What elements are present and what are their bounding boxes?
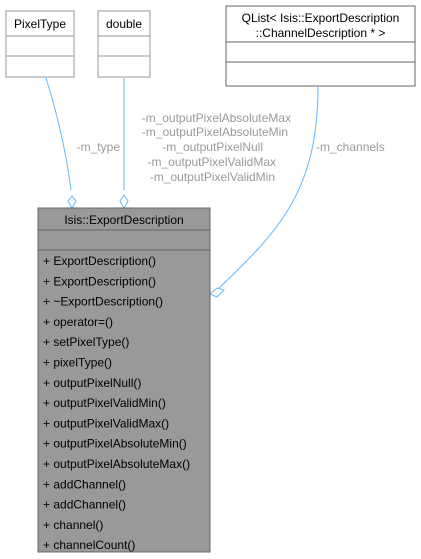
- class-double-name: double: [106, 17, 142, 31]
- method-row[interactable]: + outputPixelValidMax(): [43, 416, 169, 430]
- class-qlist-name-line1: QList< Isis::ExportDescription: [242, 11, 400, 25]
- edge-m-channels-label: -m_channels: [316, 140, 385, 154]
- edge-m-type: -m_type: [45, 77, 121, 210]
- edge-double-aggregation-diamond: [119, 194, 129, 210]
- method-row[interactable]: + outputPixelNull(): [43, 376, 141, 390]
- edge-m-type-label: -m_type: [77, 140, 121, 154]
- class-qlist-name-line2: ::ChannelDescription * >: [256, 26, 386, 40]
- method-row[interactable]: + addChannel(): [43, 477, 126, 491]
- class-export-description-name: Isis::ExportDescription: [64, 213, 183, 227]
- class-pixel-type-name: PixelType: [14, 17, 66, 31]
- method-row[interactable]: + operator=(): [43, 315, 113, 329]
- class-export-description[interactable]: Isis::ExportDescription + ExportDescript…: [37, 207, 211, 553]
- edge-double-attributes: -m_outputPixelAbsoluteMax -m_outputPixel…: [119, 78, 291, 210]
- class-pixel-type[interactable]: PixelType: [5, 10, 75, 78]
- class-export-description-methods: + ExportDescription() + ExportDescription…: [43, 254, 190, 552]
- method-row[interactable]: + channel(): [43, 518, 103, 532]
- method-row[interactable]: + ~ExportDescription(): [43, 295, 163, 309]
- method-row[interactable]: + outputPixelAbsoluteMin(): [43, 437, 187, 451]
- edge-double-label-null: -m_outputPixelNull: [162, 140, 263, 154]
- edge-m-channels: -m_channels: [209, 85, 385, 298]
- method-row[interactable]: + setPixelType(): [43, 335, 129, 349]
- method-row[interactable]: + channelCount(): [43, 538, 135, 552]
- edge-double-label-valid-max: -m_outputPixelValidMax: [147, 155, 276, 169]
- edge-double-label-absolute-min: -m_outputPixelAbsoluteMin: [142, 125, 288, 139]
- method-row[interactable]: + ExportDescription(): [43, 274, 156, 288]
- edge-double-label-absolute-max: -m_outputPixelAbsoluteMax: [142, 111, 291, 125]
- class-qlist-channel-description[interactable]: QList< Isis::ExportDescription ::Channel…: [225, 5, 416, 87]
- method-row[interactable]: + ExportDescription(): [43, 254, 156, 268]
- edge-m-channels-aggregation-diamond: [209, 287, 225, 298]
- edge-double-label-valid-min: -m_outputPixelValidMin: [150, 170, 275, 184]
- method-row[interactable]: + outputPixelAbsoluteMax(): [43, 457, 190, 471]
- method-row[interactable]: + pixelType(): [43, 356, 112, 370]
- method-row[interactable]: + outputPixelValidMin(): [43, 396, 166, 410]
- edge-m-type-aggregation-diamond: [67, 195, 77, 210]
- method-row[interactable]: + addChannel(): [43, 498, 126, 512]
- class-double[interactable]: double: [97, 10, 151, 78]
